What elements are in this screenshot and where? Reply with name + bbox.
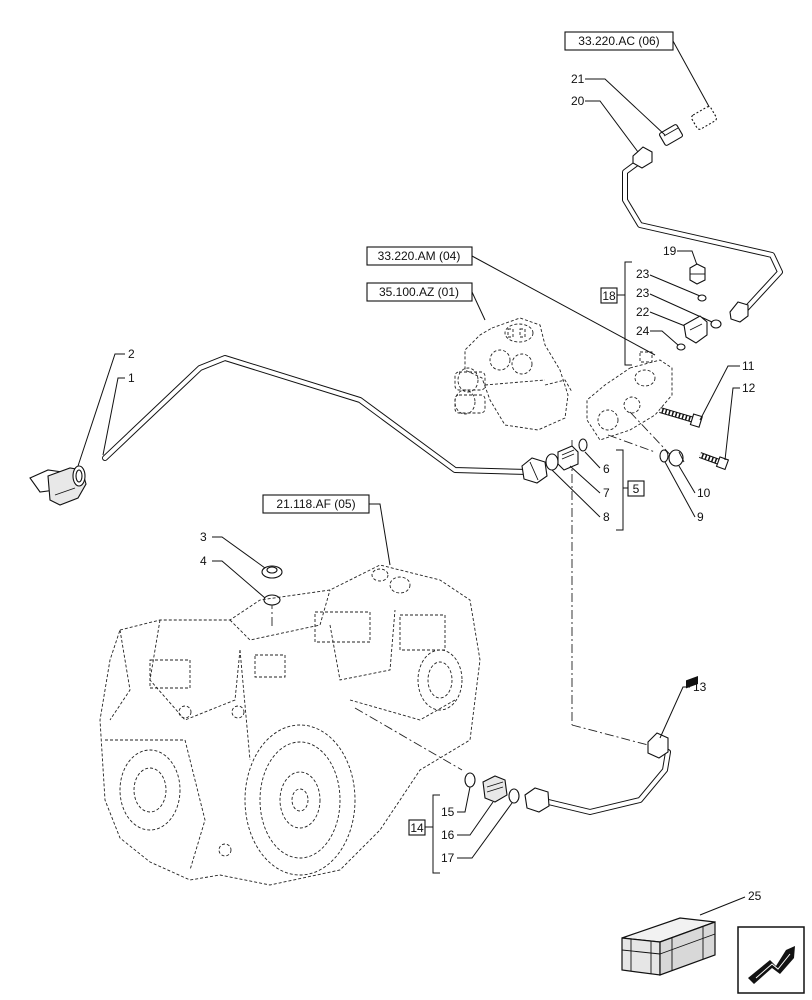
ref-box-21-118-af[interactable]: 21.118.AF (05) <box>262 494 370 514</box>
item-18-bracket <box>624 261 632 366</box>
part-03-plug[interactable] <box>261 565 283 579</box>
lower-pipe <box>537 742 671 815</box>
part-06-oring[interactable] <box>578 438 588 452</box>
callout-20[interactable]: 20 <box>571 94 585 108</box>
callout-09[interactable]: 9 <box>697 510 704 524</box>
part-16-fitting[interactable] <box>482 775 508 803</box>
valve-assembly-phantom <box>454 317 573 431</box>
callout-15[interactable]: 15 <box>441 805 455 819</box>
part-24-seal[interactable] <box>676 343 686 351</box>
part-11-bolt[interactable] <box>659 407 703 428</box>
callout-12[interactable]: 12 <box>742 381 756 395</box>
ref-label: 21.118.AF (05) <box>276 497 355 511</box>
callout-16[interactable]: 16 <box>441 828 455 842</box>
callout-03[interactable]: 3 <box>200 530 207 544</box>
part-12-bolt[interactable] <box>698 452 730 471</box>
callout-02[interactable]: 2 <box>128 347 135 361</box>
item-18-label[interactable]: 18 <box>600 287 618 304</box>
long-pipe <box>102 355 531 475</box>
callout-23-bottom[interactable]: 23 <box>636 286 650 300</box>
item-05-label[interactable]: 5 <box>627 480 645 497</box>
ref-label: 33.220.AM (04) <box>378 249 461 263</box>
part-17-oring[interactable] <box>508 788 520 804</box>
callout-25[interactable]: 25 <box>748 889 762 903</box>
callout-01[interactable]: 1 <box>128 371 135 385</box>
part-23-seal[interactable] <box>697 294 707 302</box>
ref-box-33-220-ac[interactable]: 33.220.AC (06) <box>564 31 674 51</box>
pipe-end-nut <box>729 301 749 323</box>
part-22-elbow[interactable] <box>683 315 708 344</box>
callout-22[interactable]: 22 <box>636 305 650 319</box>
part-08-oring[interactable] <box>545 453 559 471</box>
ref-label: 35.100.AZ (01) <box>379 285 459 299</box>
ref-box-33-220-am[interactable]: 33.220.AM (04) <box>366 246 473 266</box>
callout-08[interactable]: 8 <box>603 510 610 524</box>
part-20-nut[interactable] <box>632 146 653 169</box>
callout-24[interactable]: 24 <box>636 324 650 338</box>
part-06-fitting <box>691 106 717 130</box>
callout-07[interactable]: 7 <box>603 486 610 500</box>
svg-text:18: 18 <box>602 289 616 303</box>
next-page-arrow-icon[interactable] <box>737 926 805 994</box>
ref-label: 33.220.AC (06) <box>578 34 659 48</box>
part-07-fitting[interactable] <box>557 445 579 471</box>
item-05-bracket <box>616 449 624 531</box>
callout-11[interactable]: 11 <box>742 359 755 373</box>
part-04-oring[interactable] <box>263 594 281 606</box>
callout-10[interactable]: 10 <box>697 486 711 500</box>
transmission-housing-phantom <box>99 564 481 886</box>
lower-pipe-nut-top <box>647 732 669 759</box>
part-23-oring[interactable] <box>710 319 722 329</box>
lower-pipe-nut-bottom <box>524 787 550 813</box>
callout-21[interactable]: 21 <box>571 72 585 86</box>
part-21-union[interactable] <box>659 124 683 146</box>
upper-pipe <box>622 152 783 313</box>
connector-block <box>586 351 673 441</box>
part-15-oring[interactable] <box>464 772 476 788</box>
part-10-plug[interactable] <box>668 449 685 467</box>
item-14-label[interactable]: 14 <box>408 819 426 836</box>
part-09-washer[interactable] <box>659 449 669 463</box>
ref-box-35-100-az[interactable]: 35.100.AZ (01) <box>366 282 473 302</box>
kit-crate-icon <box>621 675 716 976</box>
callout-23-top[interactable]: 23 <box>636 267 650 281</box>
callout-06[interactable]: 6 <box>603 462 610 476</box>
quick-coupler[interactable] <box>29 465 87 506</box>
svg-text:14: 14 <box>410 821 424 835</box>
callout-04[interactable]: 4 <box>200 554 207 568</box>
svg-text:5: 5 <box>633 482 640 496</box>
callout-19[interactable]: 19 <box>663 244 677 258</box>
part-19-cap-nut[interactable] <box>689 263 706 285</box>
callout-17[interactable]: 17 <box>441 851 455 865</box>
item-14-bracket <box>432 794 440 874</box>
long-pipe-nut <box>521 457 548 484</box>
